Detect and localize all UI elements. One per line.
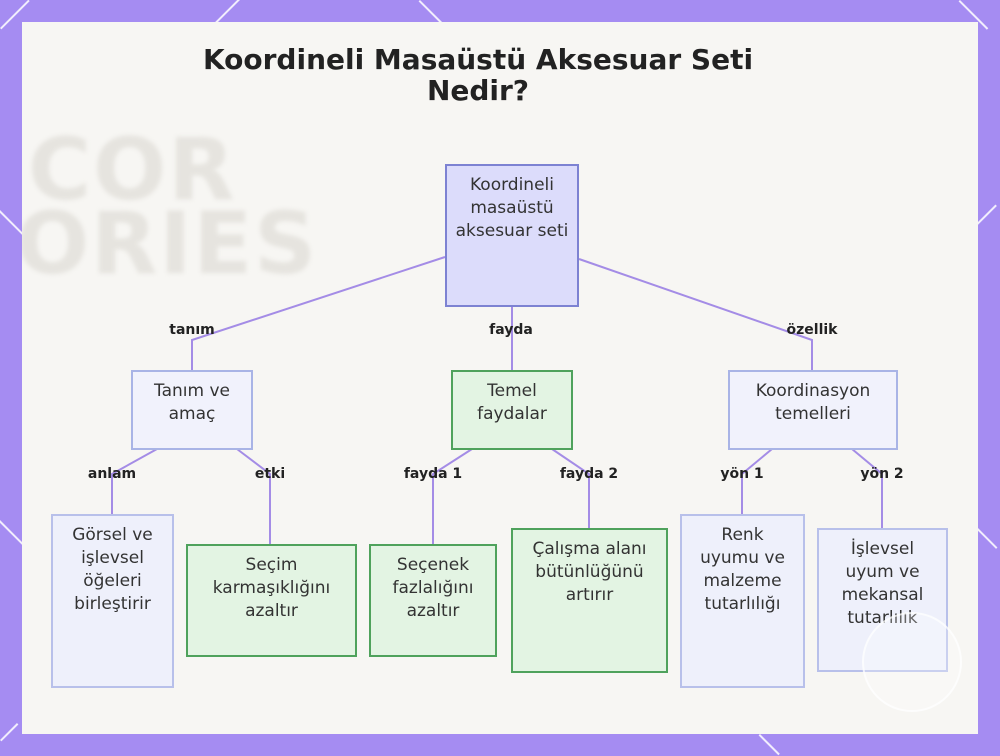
edge-root-foundations [578, 258, 813, 372]
edge-label-anlam: anlam [87, 466, 137, 482]
edge-benefits-reduces-options [432, 448, 473, 545]
node-label: Çalışma alanı bütünlüğünü artırır [532, 539, 647, 605]
node-foundations[interactable]: Koordinasyon temelleri [728, 370, 898, 450]
watermark-badge-icon [862, 612, 962, 712]
node-definition[interactable]: Tanım ve amaç [131, 370, 253, 450]
edge-benefits-increases-integrity [551, 448, 590, 529]
node-root[interactable]: Koordineli masaüstü aksesuar seti [445, 164, 579, 307]
edge-label-ozellik: özellik [786, 322, 838, 338]
node-reduces-options[interactable]: Seçenek fazlalığını azaltır [369, 544, 497, 657]
background-word: COR [28, 120, 237, 220]
node-increases-integrity[interactable]: Çalışma alanı bütünlüğünü artırır [511, 528, 668, 673]
edge-label-fayda2: fayda 2 [559, 466, 619, 482]
edge-label-tanim: tanım [169, 322, 215, 338]
node-benefits[interactable]: Temel faydalar [451, 370, 573, 450]
node-label: Tanım ve amaç [154, 381, 230, 424]
node-label: Koordineli masaüstü aksesuar seti [455, 175, 569, 241]
edge-root-definition [191, 256, 446, 372]
edge-definition-reduces-complexity [236, 448, 271, 545]
edge-label-yon2: yön 2 [860, 466, 904, 482]
edge-foundations-functional [851, 448, 883, 529]
edge-label-etki: etki [254, 466, 286, 482]
edge-foundations-color [741, 448, 773, 515]
node-label: Görsel ve işlevsel öğeleri birleştirir [72, 525, 153, 614]
page-title: Koordineli Masaüstü Aksesuar Seti Nedir? [202, 43, 754, 107]
node-label: Renk uyumu ve malzeme tutarlılığı [700, 525, 785, 614]
background-word: ORIES [22, 194, 319, 294]
edge-label-fayda: fayda [489, 322, 533, 338]
edge-label-fayda1: fayda 1 [403, 466, 463, 482]
node-reduces-complexity[interactable]: Seçim karmaşıklığını azaltır [186, 544, 357, 657]
edge-label-yon1: yön 1 [720, 466, 764, 482]
node-color-harmony[interactable]: Renk uyumu ve malzeme tutarlılığı [680, 514, 805, 688]
edge-definition-combines [111, 448, 158, 515]
node-combines[interactable]: Görsel ve işlevsel öğeleri birleştirir [51, 514, 174, 688]
node-label: Seçim karmaşıklığını azaltır [212, 555, 331, 621]
node-label: Temel faydalar [477, 381, 547, 424]
node-label: Seçenek fazlalığını azaltır [392, 555, 474, 621]
node-label: Koordinasyon temelleri [755, 381, 871, 424]
